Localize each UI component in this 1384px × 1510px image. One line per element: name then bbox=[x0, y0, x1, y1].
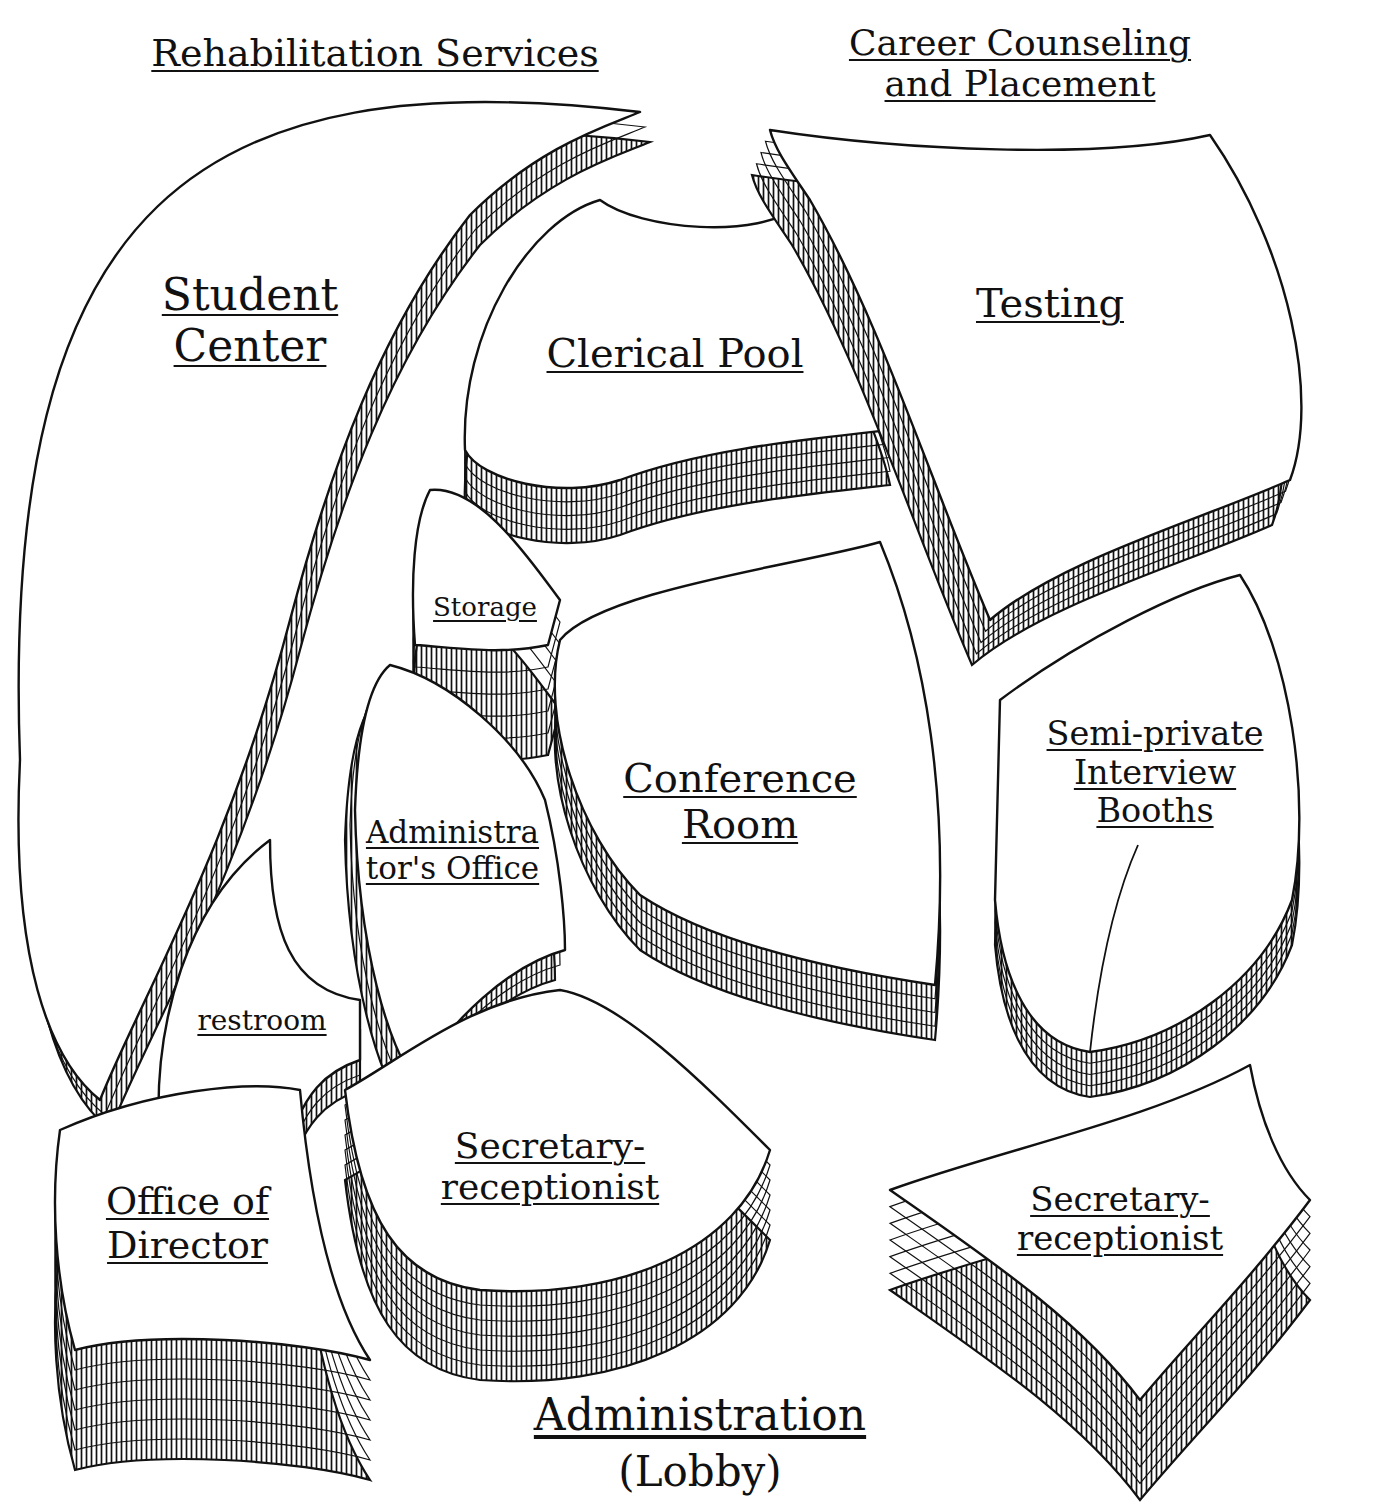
text-slot: Storage bbox=[420, 593, 550, 627]
room-bubble: Secretary-receptionist bbox=[335, 980, 780, 1300]
room-bubble: Secretary-receptionist bbox=[880, 1060, 1320, 1410]
room-bubble: Rehabilitation ServicesStudent Center bbox=[0, 20, 680, 1120]
text-slot: Clerical Pool bbox=[505, 330, 845, 390]
text-slot: restroom bbox=[172, 1005, 352, 1043]
text-slot: Semi-private Interview Booths bbox=[1020, 715, 1290, 831]
bubble-face bbox=[345, 990, 770, 1291]
bubble-face bbox=[890, 1065, 1310, 1400]
room-name: Administrator's Office bbox=[365, 815, 540, 886]
room-bubble: Office of Director bbox=[45, 1075, 380, 1365]
room-name: Student Center bbox=[120, 270, 380, 371]
bubble-face bbox=[55, 1086, 370, 1360]
booth-divider bbox=[1090, 845, 1138, 1052]
bubble-face bbox=[770, 130, 1301, 620]
label-slot: (Lobby) bbox=[600, 1448, 800, 1496]
room-name: Conference Room bbox=[590, 755, 890, 847]
room-name: Secretary-receptionist bbox=[380, 1125, 720, 1208]
bubble-face bbox=[413, 490, 560, 650]
zone-heading: Rehabilitation Services bbox=[80, 32, 670, 76]
bubble-outline bbox=[405, 480, 570, 660]
label-slot: Administration bbox=[460, 1390, 940, 1441]
room-bubble: Career Counseling and PlacementTesting bbox=[760, 15, 1380, 635]
text-slot: Administrator's Office bbox=[365, 815, 540, 965]
room-name: restroom bbox=[172, 1005, 352, 1037]
room-bubble: Storage bbox=[405, 480, 570, 660]
room-bubble: Semi-private Interview Booths bbox=[985, 565, 1320, 1060]
area-label: Administration bbox=[530, 1390, 870, 1441]
room-bubble: Conference Room bbox=[530, 530, 960, 1000]
text-slot: Student Center bbox=[120, 270, 380, 380]
text-slot: Secretary-receptionist bbox=[380, 1125, 720, 1210]
room-name: Secretary-receptionist bbox=[990, 1180, 1250, 1258]
bubble-outline bbox=[0, 20, 680, 1120]
room-name: Testing bbox=[930, 280, 1170, 326]
room-name: Clerical Pool bbox=[505, 330, 845, 376]
room-name: Office of Director bbox=[75, 1180, 300, 1267]
bubble-face bbox=[995, 575, 1299, 1052]
zone-heading: Career Counseling and Placement bbox=[810, 22, 1230, 105]
bubble-face bbox=[555, 542, 940, 985]
text-slot: Secretary-receptionist bbox=[990, 1180, 1250, 1265]
text-slot: Career Counseling and Placement bbox=[810, 22, 1230, 112]
room-name: Storage bbox=[420, 593, 550, 623]
text-slot: Conference Room bbox=[590, 755, 890, 855]
text-slot: Rehabilitation Services bbox=[80, 32, 670, 82]
text-slot: Testing bbox=[930, 280, 1170, 340]
text-slot: Office of Director bbox=[75, 1180, 300, 1275]
room-name: Semi-private Interview Booths bbox=[1020, 715, 1290, 831]
area-label: (Lobby) bbox=[614, 1448, 785, 1496]
